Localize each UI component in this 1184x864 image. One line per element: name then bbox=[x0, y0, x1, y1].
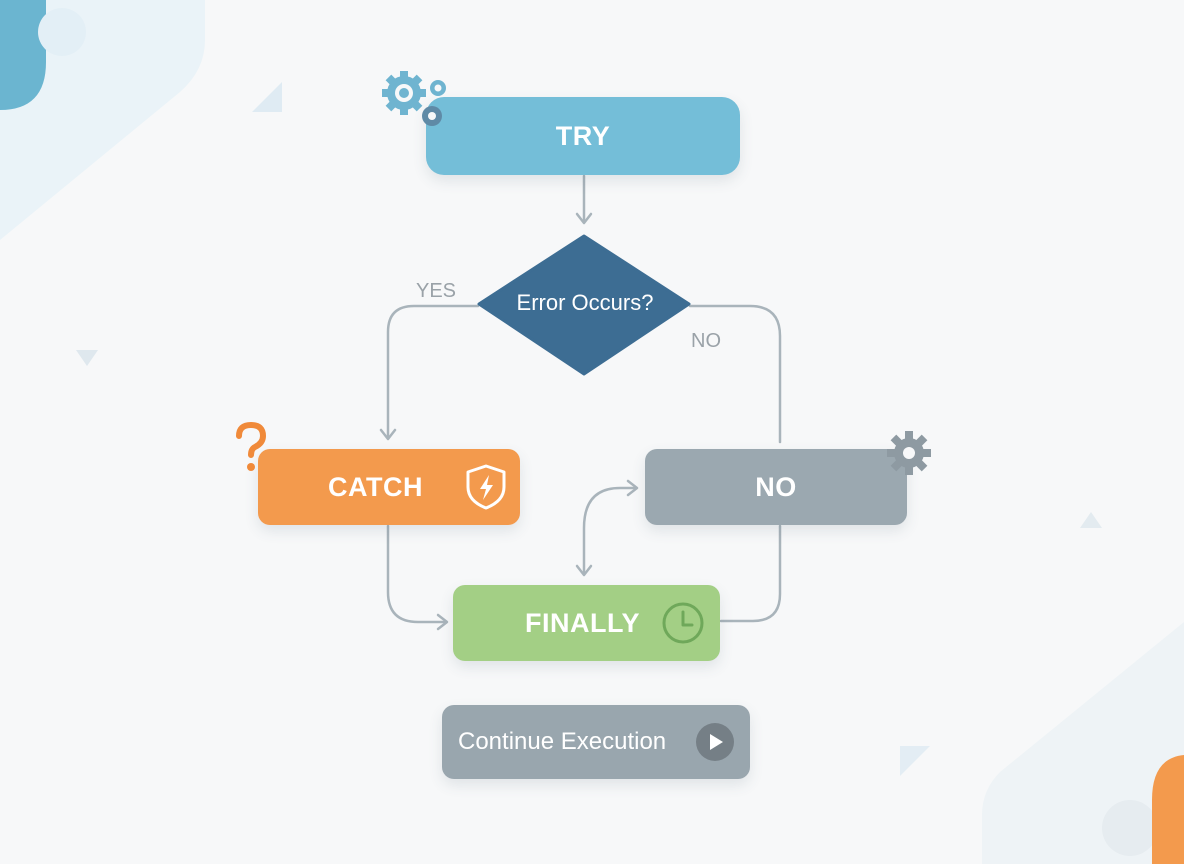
decision-label: Error Occurs? bbox=[516, 290, 654, 315]
no-box-label: NO bbox=[755, 471, 797, 502]
no-branch-connector bbox=[688, 304, 782, 444]
play-icon[interactable] bbox=[695, 722, 735, 762]
decision-diamond bbox=[477, 234, 691, 376]
yes-branch-label: YES bbox=[416, 280, 457, 302]
catch-label: CATCH bbox=[328, 471, 423, 502]
yes-branch-arrowhead bbox=[379, 428, 397, 441]
gear-icon bbox=[887, 431, 931, 475]
question-mark-icon bbox=[236, 422, 267, 471]
finally-label: FINALLY bbox=[525, 607, 641, 638]
try-block[interactable]: TRY bbox=[426, 97, 740, 175]
yes-branch-connector bbox=[386, 304, 480, 440]
gears-icon bbox=[382, 71, 446, 126]
catch-to-finally-connector bbox=[386, 524, 448, 624]
finally-no-loop-connector bbox=[582, 486, 638, 576]
try-to-decision-arrowhead bbox=[575, 212, 593, 225]
no-to-finally-connector bbox=[719, 524, 782, 623]
shield-lightning-icon bbox=[466, 464, 506, 510]
try-label: TRY bbox=[555, 120, 611, 151]
no-block[interactable]: NO bbox=[645, 449, 907, 525]
catch-block[interactable]: CATCH bbox=[258, 449, 520, 525]
loop-arrowhead-down bbox=[575, 564, 593, 577]
catch-to-finally-arrowhead bbox=[436, 613, 449, 631]
continue-label: Continue Execution bbox=[458, 728, 667, 755]
clock-icon bbox=[662, 602, 704, 644]
finally-block[interactable]: FINALLY bbox=[453, 585, 720, 661]
loop-arrowhead-right bbox=[626, 479, 639, 497]
no-branch-label: NO bbox=[691, 330, 721, 352]
